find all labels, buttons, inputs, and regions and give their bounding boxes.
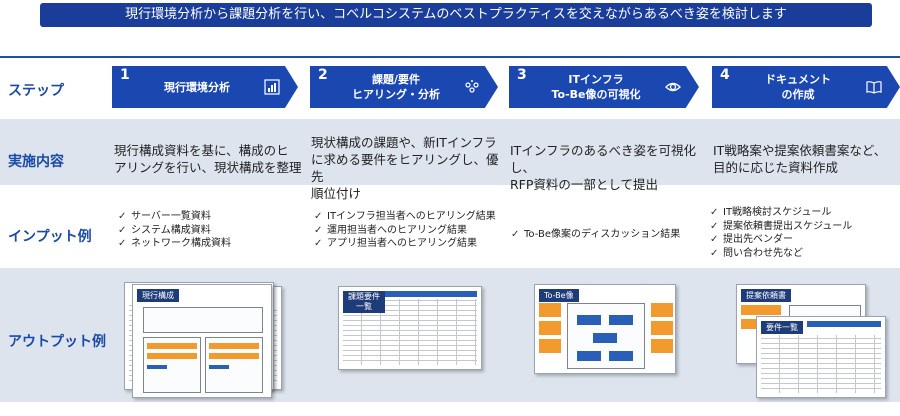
output-tobe-label: To-Be像 [539,289,579,302]
step-3-title-line1: ITインフラ [568,73,624,86]
list-item: サーバー一覧資料 [118,210,231,224]
output-issue-list-doc: 課題要件 一覧 [338,286,482,370]
list-item: 提出先ベンダー [710,233,852,247]
implementation-4-line1: IT戦略案や提案依頼書案など、 [713,143,887,158]
implementation-text-2: 現状構成の課題や、新ITインフラ に求める要件をヒアリングし、優先 順位付け [311,134,506,202]
eye-icon [665,82,681,92]
implementation-3-line2: RFP資料の一部として提出 [510,177,659,192]
step-4-chevron: 4 ドキュメント の作成 [712,66,900,108]
list-item: To-Be像案のディスカッション結果 [511,228,680,242]
implementation-row [0,119,900,185]
input-list-2: ITインフラ担当者へのヒアリング結果 運用担当者へのヒアリング結果 アプリ担当者… [314,210,496,251]
output-issue-list-label-line1: 課題要件 [348,292,380,301]
step-2-title-line2: ヒアリング・分析 [352,88,440,101]
output-rfp-label: 提案依頼書 [741,289,791,302]
step-4-title-line2: の作成 [781,88,815,101]
list-item: IT戦略検討スケジュール [710,206,852,220]
output-issue-list-label: 課題要件 一覧 [343,291,385,313]
implementation-2-line1: 現状構成の課題や、新ITインフラ [311,135,497,150]
people-discussion-icon [465,80,479,93]
implementation-1-line2: アリングを行い、現状構成を整理 [114,160,302,175]
step-3-title-line2: To-Be像の可視化 [551,88,641,101]
list-item: アプリ担当者へのヒアリング結果 [314,237,496,251]
input-list-4: IT戦略検討スケジュール 提案依頼書提出スケジュール 提出先ベンダー 問い合わせ… [710,206,852,260]
step-1-title: 現行環境分析 [164,80,230,94]
implementation-1-line1: 現行構成資料を基に、構成のヒ [114,143,289,158]
step-4-title-line1: ドキュメント [765,73,831,86]
implementation-text-3: ITインフラのあるべき姿を可視化し、 RFP資料の一部として提出 [510,142,710,193]
list-item: 問い合わせ先など [710,247,852,261]
input-list-3: To-Be像案のディスカッション結果 [511,228,680,242]
step-4-number: 4 [720,67,730,83]
step-2-chevron: 2 課題/要件 ヒアリング・分析 [310,66,498,108]
implementation-4-line2: 目的に応じた資料作成 [713,160,839,175]
row-label-output: アウトプット例 [8,334,106,350]
header-banner: 現行環境分析から課題分析を行い、コベルコシステムのベストプラクティスを交えながら… [40,3,872,27]
step-1-chevron: 1 現行環境分析 [112,66,298,108]
list-item: システム構成資料 [118,224,231,238]
output-current-config-label: 現行構成 [137,289,179,302]
list-item: 提案依頼書提出スケジュール [710,220,852,234]
step-2-number: 2 [318,67,328,83]
output-requirements-doc: 要件一覧 [756,316,886,398]
input-list-1: サーバー一覧資料 システム構成資料 ネットワーク構成資料 [118,210,231,251]
row-label-input: インプット例 [8,229,92,245]
step-2-title-line1: 課題/要件 [371,73,421,86]
list-item: ITインフラ担当者へのヒアリング結果 [314,210,496,224]
row-label-implementation: 実施内容 [8,154,64,170]
output-requirements-label: 要件一覧 [761,321,803,334]
implementation-2-line3: 順位付け [311,186,362,201]
implementation-2-line2: に求める要件をヒアリングし、優先 [311,152,499,184]
step-1-number: 1 [120,67,130,83]
list-item: ネットワーク構成資料 [118,237,231,251]
output-tobe-doc: To-Be像 [534,284,676,374]
output-issue-list-label-line2: 一覧 [356,302,372,311]
implementation-3-line1: ITインフラのあるべき姿を可視化し、 [510,143,696,175]
row-label-step: ステップ [8,83,64,99]
step-3-chevron: 3 ITインフラ To-Be像の可視化 [509,66,699,108]
book-icon [866,81,882,94]
bar-chart-icon [264,79,280,95]
implementation-text-1: 現行構成資料を基に、構成のヒ アリングを行い、現状構成を整理 [114,142,304,176]
implementation-text-4: IT戦略案や提案依頼書案など、 目的に応じた資料作成 [713,142,899,176]
step-3-number: 3 [517,67,527,83]
list-item: 運用担当者へのヒアリング結果 [314,224,496,238]
output-current-config-doc: 現行構成 [132,284,272,398]
